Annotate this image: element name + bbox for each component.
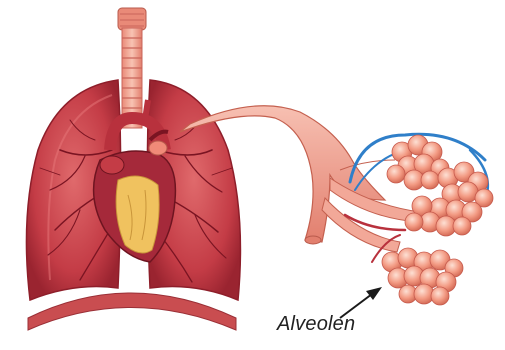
- trachea: [118, 8, 146, 128]
- alveoli-label: Alveolen: [277, 313, 355, 336]
- diaphragm: [28, 293, 236, 330]
- alveoli-cluster-bottom: [382, 248, 463, 305]
